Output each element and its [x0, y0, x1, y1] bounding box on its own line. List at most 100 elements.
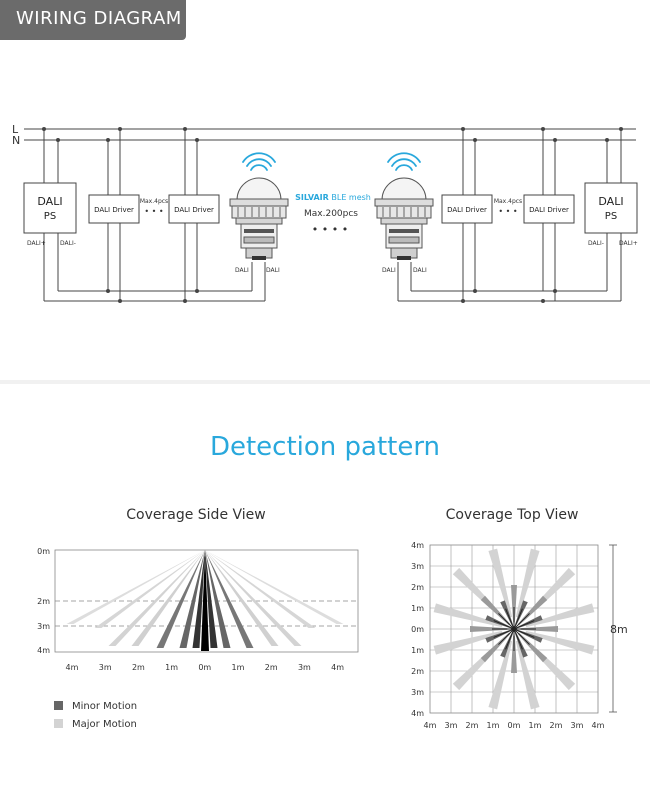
detection-heading: Detection pattern: [209, 432, 441, 462]
side-beam: [205, 550, 218, 648]
side-beam: [131, 550, 205, 646]
top-beam-core: [505, 608, 515, 630]
top-beam-core: [513, 613, 530, 630]
legend-minor-label: Minor Motion: [72, 701, 137, 712]
top-beam: [433, 630, 503, 655]
max-sensors: Max.200pcs: [304, 209, 358, 219]
top-y-tick: 4m: [411, 709, 424, 718]
top-x-tick: 1m: [529, 721, 542, 730]
side-y-tick: 4m: [37, 646, 50, 655]
side-beam: [94, 550, 205, 628]
top-beam-core: [493, 620, 515, 630]
dali-ps-left-label: DALI: [37, 195, 62, 208]
mesh-label: SILVAIR BLE mesh: [295, 193, 371, 202]
dali-ps-left: [23, 182, 77, 234]
legend-major-swatch: [54, 719, 63, 728]
top-beam-core: [513, 620, 535, 630]
dali-ps-left-sub: PS: [44, 211, 56, 222]
drivers-dots-left: • • •: [144, 207, 163, 216]
sensor-left-term-1: DALI: [235, 267, 249, 274]
side-x-tick: 1m: [232, 663, 245, 672]
dali-ps-right-label: DALI: [598, 195, 623, 208]
dali-driver-4-label: DALI Driver: [529, 206, 569, 214]
sensor-left: [229, 152, 289, 260]
line-n-label: N: [12, 134, 20, 147]
side-beam: [205, 550, 231, 648]
top-beam: [488, 548, 513, 618]
dali-ps-right-sub: PS: [605, 211, 617, 222]
dali-driver-3-label: DALI Driver: [447, 206, 487, 214]
side-x-tick: 3m: [99, 663, 112, 672]
top-y-tick: 2m: [411, 667, 424, 676]
side-y-tick: 0m: [37, 547, 50, 556]
max-drivers-right: Max.4pcs: [494, 198, 522, 205]
top-x-tick: 3m: [571, 721, 584, 730]
top-beam-core: [513, 628, 530, 645]
span-dimension: [609, 544, 617, 713]
mesh-dots: • • • •: [312, 223, 348, 236]
side-x-tick: 2m: [265, 663, 278, 672]
top-beam: [511, 635, 517, 673]
dali-driver-2: [168, 194, 220, 224]
top-beam: [433, 603, 503, 628]
side-beam: [66, 550, 205, 624]
dali-driver-1-label: DALI Driver: [94, 206, 134, 214]
top-x-tick: 1m: [487, 721, 500, 730]
side-y-tick: 3m: [37, 622, 50, 631]
top-beam: [515, 548, 540, 618]
top-beam: [515, 640, 540, 710]
sensor-right-term-2: DALI: [413, 267, 427, 274]
top-x-tick: 0m: [508, 721, 521, 730]
top-beam: [511, 585, 517, 623]
side-beam: [205, 550, 316, 628]
span-label: 8m: [610, 623, 628, 636]
top-beams: [433, 548, 595, 710]
top-beam-core: [498, 613, 515, 630]
dali-minus-left: DALI-: [60, 240, 76, 247]
side-beam: [205, 550, 279, 646]
wiring-diagram: L N DALI PS DALI+ DALI- DALI Driver Max.…: [12, 123, 638, 303]
sensor-left-term-2: DALI: [266, 267, 280, 274]
top-y-tick: 1m: [411, 646, 424, 655]
top-y-tick: 2m: [411, 583, 424, 592]
mesh-type: BLE mesh: [329, 193, 371, 202]
top-beam: [488, 640, 513, 710]
top-beam-core: [505, 628, 515, 650]
top-x-tick: 2m: [466, 721, 479, 730]
top-y-tick: 3m: [411, 688, 424, 697]
wireless-icon: [242, 152, 276, 171]
side-beam-center: [201, 550, 209, 651]
dali-driver-1: [88, 194, 140, 224]
side-beam: [205, 550, 302, 646]
dali-plus-right: DALI+: [619, 240, 638, 247]
wireless-icon: [387, 152, 421, 171]
section-divider: [0, 380, 650, 384]
top-view-title: Coverage Top View: [445, 507, 579, 523]
top-beam: [470, 626, 508, 632]
side-beam: [108, 550, 205, 646]
dali-plus-left: DALI+: [27, 240, 46, 247]
drivers-dots-right: • • •: [498, 207, 517, 216]
side-y-tick: 2m: [37, 597, 50, 606]
side-y-axis: 0m 2m 3m 4m: [37, 547, 50, 655]
top-y-tick: 3m: [411, 562, 424, 571]
top-beam-core: [513, 628, 523, 650]
side-beam: [192, 550, 205, 648]
top-y-tick: 4m: [411, 541, 424, 550]
top-beam: [525, 603, 595, 628]
top-y-tick: 0m: [411, 625, 424, 634]
top-beam-core: [493, 628, 515, 638]
top-x-tick: 2m: [550, 721, 563, 730]
side-view-title: Coverage Side View: [126, 507, 266, 523]
side-beam: [179, 550, 205, 648]
top-beam-core: [513, 608, 523, 630]
sensor-right: [374, 152, 434, 260]
side-beam: [205, 550, 344, 624]
section-title: WIRING DIAGRAM: [16, 8, 182, 29]
section-title-tag: WIRING DIAGRAM: [0, 0, 186, 40]
top-x-tick: 4m: [424, 721, 437, 730]
dali-minus-right: DALI-: [588, 240, 604, 247]
